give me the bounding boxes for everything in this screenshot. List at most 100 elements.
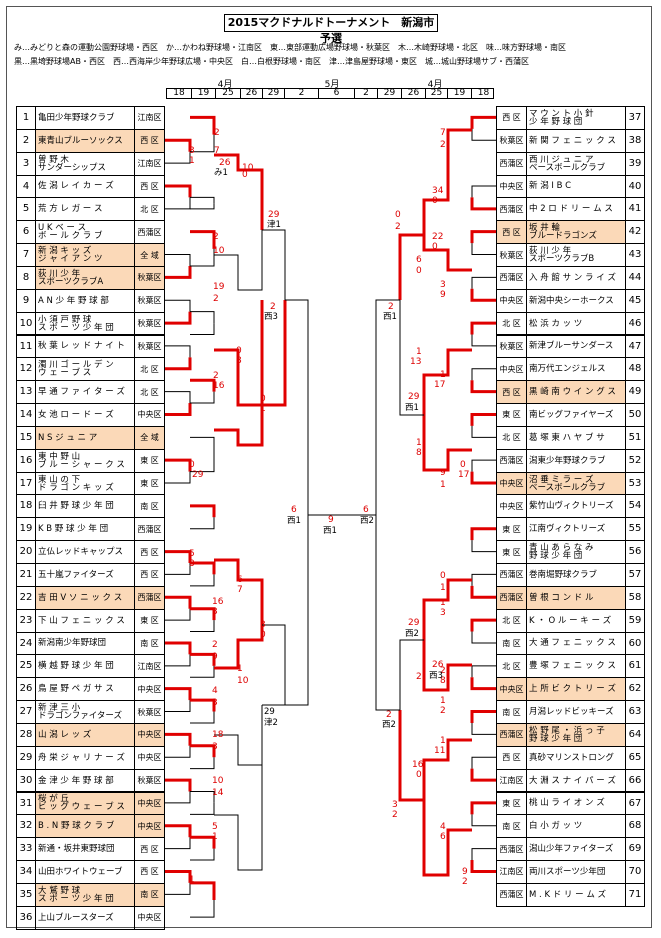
winner-path: [470, 768, 496, 782]
team-number: 47: [625, 334, 645, 359]
game-score: 1: [189, 156, 195, 166]
game-score: 29: [408, 392, 420, 402]
game-venue-label: 西1: [405, 403, 419, 413]
game-score: 3: [189, 559, 195, 569]
bracket-path: [471, 185, 496, 198]
game-score: 17: [458, 470, 470, 480]
team-number: 60: [625, 631, 645, 656]
game-score: 3: [212, 742, 218, 752]
game-score: 0: [395, 210, 401, 220]
winner-path: [190, 378, 216, 392]
winner-path: [165, 687, 192, 701]
team-area: 西 区: [134, 128, 165, 153]
team-number: 44: [625, 265, 645, 290]
game-score: 0: [440, 571, 446, 581]
team-number: 67: [625, 791, 645, 816]
game-score: 2: [213, 294, 219, 304]
team-name: 小 須 戸 野 球 ス ポ ー ツ 少 年 団: [35, 311, 135, 336]
team-area: 東 区: [134, 448, 165, 473]
winner-path: [214, 153, 264, 230]
team-area: 西 区: [496, 220, 527, 245]
game-score: 8: [236, 356, 242, 366]
team-number: 23: [16, 608, 36, 633]
page-title: 2015マクドナルドトーナメント 新潟市予選: [224, 14, 438, 45]
team-area: 西 区: [134, 174, 165, 199]
game-score: 1: [440, 736, 446, 746]
team-name: 臼 井 野 球 少 年 団: [35, 494, 135, 519]
team-name: 佐 潟 レ イ カ ー ズ: [35, 174, 135, 199]
winner-path: [470, 380, 496, 394]
team-name: 荻 川 少 年 スポーツクラブA: [35, 265, 135, 290]
winner-path: [165, 824, 192, 838]
date-cell: 29: [262, 88, 284, 99]
team-number: 38: [625, 128, 645, 153]
winner-path: [470, 801, 496, 815]
team-area: 南 区: [134, 631, 165, 656]
team-number: 33: [16, 837, 36, 862]
team-area: 西蒲区: [496, 585, 527, 610]
game-score: 3: [189, 146, 195, 156]
team-number: 62: [625, 677, 645, 702]
team-area: 西蒲区: [496, 448, 527, 473]
team-area: 南 区: [496, 814, 527, 839]
team-name: K B 野 球 少 年 団: [35, 517, 135, 542]
team-number: 22: [16, 585, 36, 610]
team-name: 東 中 野 山 ブ ル ー シ ャ ー ク ス: [35, 448, 135, 473]
team-area: 秋葉区: [134, 311, 165, 336]
bracket-path: [165, 299, 191, 312]
team-number: 45: [625, 288, 645, 313]
team-name: 上 所 ビ ク ト リ ー ズ: [526, 677, 626, 702]
team-name: 南ビッグファイヤーズ: [526, 403, 626, 427]
bracket-path: [375, 515, 400, 711]
team-name: 荻 川 少 年 スポーツクラブB: [526, 243, 626, 267]
game-score: 29: [268, 210, 280, 220]
team-number: 12: [16, 357, 36, 382]
team-name: N S ジ ュ ニ ア: [35, 425, 135, 450]
bracket-path: [471, 243, 496, 256]
date-cell: 19: [447, 88, 471, 99]
bracket-path: [190, 323, 215, 335]
bracket-path: [190, 436, 215, 455]
date-cell: 25: [425, 88, 447, 99]
team-area: 中央区: [496, 471, 527, 496]
team-area: 西蒲区: [134, 585, 165, 610]
winner-path: [470, 860, 496, 873]
game-score: 2: [395, 222, 401, 232]
game-score: 3: [212, 607, 218, 617]
game-score: 4: [212, 686, 218, 696]
bracket-path: [471, 276, 496, 289]
team-area: 秋葉区: [134, 288, 165, 313]
bracket-path: [190, 665, 215, 678]
winner-path: [422, 235, 472, 272]
team-name: 月潟レッドビッキーズ: [526, 700, 626, 724]
team-area: 西蒲区: [496, 197, 527, 222]
game-score: 0: [432, 196, 438, 206]
bracket-path: [471, 459, 496, 472]
team-area: 秋葉区: [134, 265, 165, 290]
bracket-path: [190, 802, 215, 815]
team-number: 6: [16, 220, 36, 245]
winner-path: [190, 652, 216, 666]
team-number: 27: [16, 700, 36, 724]
team-area: 西蒲区: [496, 882, 527, 907]
bracket-path: [285, 515, 309, 706]
bracket-path: [190, 848, 215, 861]
team-name: 荒 方 レ ガ ー ス: [35, 197, 135, 222]
team-name: 真砂マリンストロング: [526, 745, 626, 770]
team-area: 北 区: [134, 380, 165, 405]
team-name: 松 野 尾 ・ 浜 っ 子 野 球 少 年 団: [526, 722, 626, 747]
game-score: 0: [189, 460, 195, 470]
game-score: 9: [212, 652, 218, 662]
team-number: 15: [16, 425, 36, 450]
team-name: 新津ブルーサンダース: [526, 334, 626, 359]
game-score: 0: [260, 394, 266, 404]
winner-path: [422, 128, 472, 235]
team-number: 24: [16, 631, 36, 656]
winner-path: [470, 677, 496, 691]
bracket-path: [165, 745, 191, 758]
team-number: 16: [16, 448, 36, 473]
winner-path: [422, 348, 472, 415]
bracket-path: [165, 197, 191, 210]
team-name: 沼 垂 ミ ラ ー ズ ベースボールクラブ: [526, 471, 626, 496]
team-area: 北 区: [496, 311, 527, 336]
